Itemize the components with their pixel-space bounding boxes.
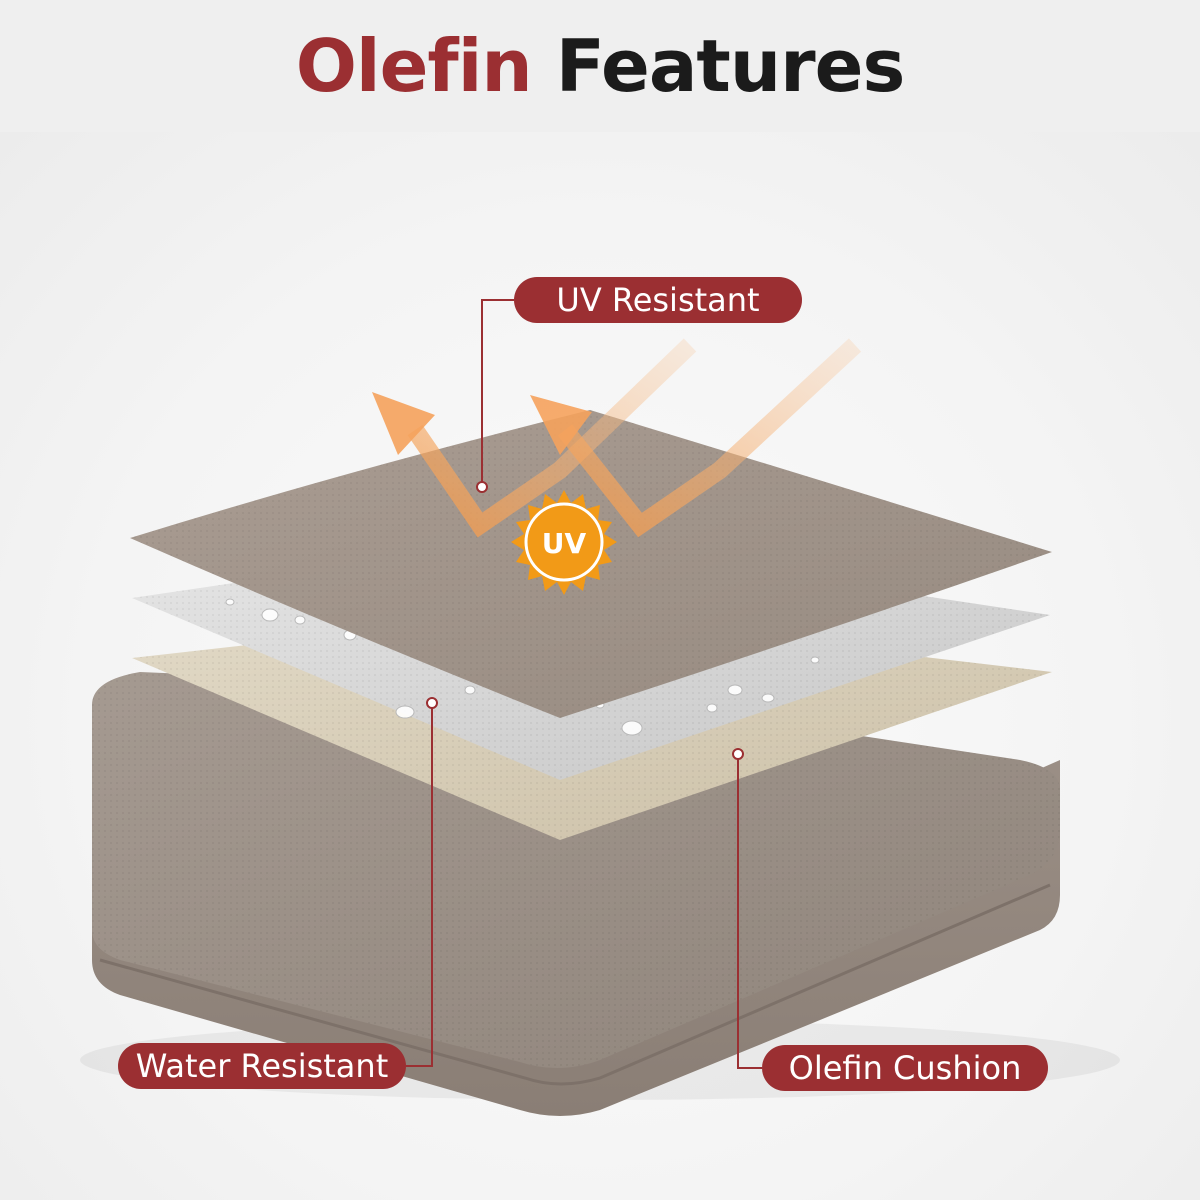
title-accent: Olefin [295, 24, 533, 108]
leader-uv [481, 299, 514, 486]
header-band: Olefin Features [0, 0, 1200, 132]
uv-reflection-arrows [372, 338, 862, 538]
uv-resistant-label: UV Resistant [514, 277, 802, 323]
leader-olefin [737, 754, 762, 1069]
leader-water [406, 703, 433, 1067]
leader-dots [426, 481, 744, 760]
leader-dot-water [426, 697, 438, 709]
leader-dot-olefin [732, 748, 744, 760]
arrow-head-left [372, 392, 435, 455]
leader-dot-uv [476, 481, 488, 493]
cushion-piping [99, 883, 1051, 1086]
water-resistant-label: Water Resistant [118, 1043, 406, 1089]
arrow-head-right [530, 395, 592, 455]
leader-lines [406, 299, 762, 1069]
title-rest: Features [555, 24, 906, 108]
uv-sun-icon: UV [511, 490, 617, 595]
page-title: Olefin Features [296, 30, 906, 102]
olefin-cushion-label: Olefin Cushion [762, 1045, 1048, 1091]
cushion-texture [92, 672, 1060, 1069]
uv-badge-text: UV [542, 527, 587, 560]
